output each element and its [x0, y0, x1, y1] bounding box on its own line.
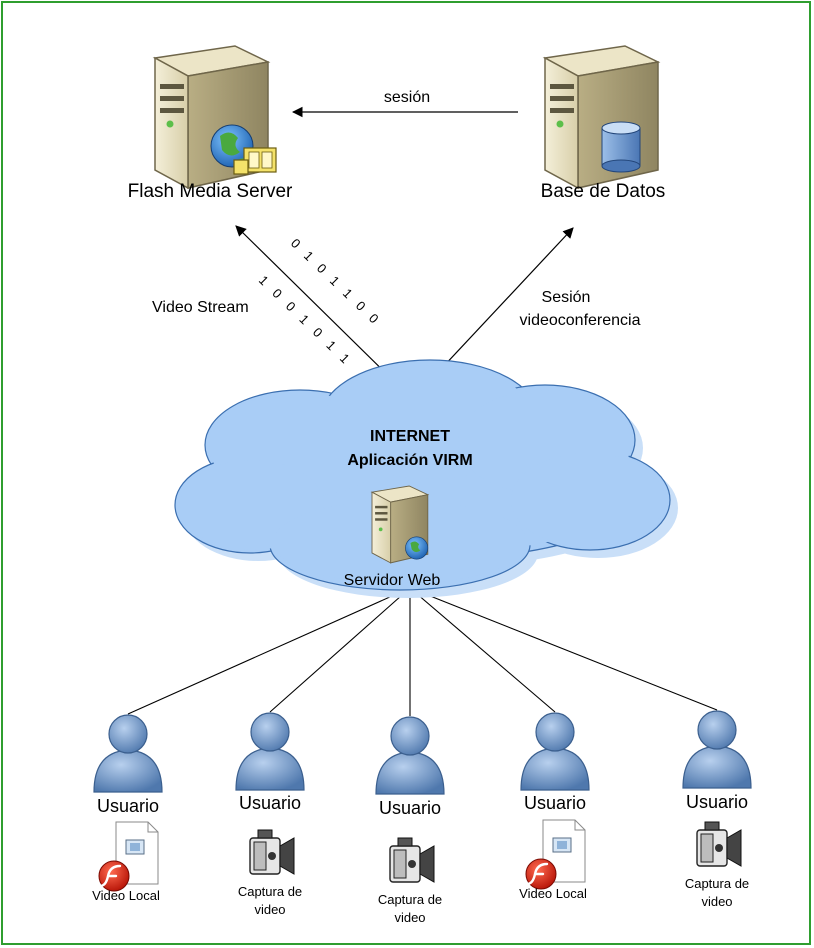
database-label: Base de Datos [541, 181, 666, 202]
user-icon [520, 712, 590, 791]
device-caption-line2: video [254, 902, 285, 917]
video-stream-label: Video Stream [152, 299, 249, 316]
binary-digit: 1 [296, 312, 312, 328]
flash-media-server-label: Flash Media Server [128, 181, 293, 202]
binary-digit: 1 [256, 273, 272, 289]
user-label: Usuario [97, 796, 159, 816]
video-stream-arrow [235, 225, 407, 394]
video-camera-icon [696, 821, 742, 867]
user-connections [127, 587, 718, 716]
device-caption-line1: Captura de [238, 884, 302, 899]
binary-digit: 1 [327, 273, 343, 289]
flash-video-file-icon [98, 821, 159, 892]
device-caption: Video Local [92, 888, 160, 903]
device-caption-line2: video [394, 910, 425, 925]
film-reel-icon [233, 147, 277, 175]
flash-logo-icon [525, 858, 557, 890]
session-videoconference-label-line1: Sesión [542, 289, 591, 306]
session-videoconference-label-line2: videoconferencia [520, 312, 641, 329]
database-cylinder-icon [601, 121, 641, 173]
web-server-label: Servidor Web [344, 572, 441, 589]
user-label: Usuario [524, 793, 586, 813]
binary-digit: 0 [353, 298, 369, 314]
device-caption-line1: Captura de [378, 892, 442, 907]
binary-digit: 0 [288, 236, 304, 252]
binary-digit: 0 [314, 261, 330, 277]
device-caption: Video Local [519, 886, 587, 901]
video-camera-icon [389, 837, 435, 883]
user-label: Usuario [686, 792, 748, 812]
binary-digit: 0 [269, 286, 285, 302]
user-icon [682, 710, 752, 789]
internet-cloud [174, 359, 678, 598]
user-label: Usuario [379, 798, 441, 818]
database-server-icon [542, 45, 661, 190]
video-camera-icon [249, 829, 295, 875]
binary-digit: 0 [366, 311, 382, 327]
web-server-icon [370, 485, 430, 564]
binary-digit: 1 [323, 338, 339, 354]
flash-media-server-icon [152, 45, 277, 190]
binary-digit: 1 [301, 248, 317, 264]
user-icon [375, 716, 445, 795]
internet-label: INTERNET [370, 428, 450, 445]
app-label: Aplicación VIRM [347, 452, 472, 469]
device-caption-line2: video [701, 894, 732, 909]
device-caption-line1: Captura de [685, 876, 749, 891]
session-label: sesión [384, 89, 430, 106]
flash-video-file-icon [525, 819, 586, 890]
user-icon [93, 714, 163, 793]
user-label: Usuario [239, 793, 301, 813]
binary-digit: 0 [310, 325, 326, 341]
user-icon [235, 712, 305, 791]
binary-digit: 0 [283, 299, 299, 315]
flash-logo-icon [98, 860, 130, 892]
binary-digit: 1 [340, 286, 356, 302]
binary-digit: 1 [337, 351, 353, 367]
